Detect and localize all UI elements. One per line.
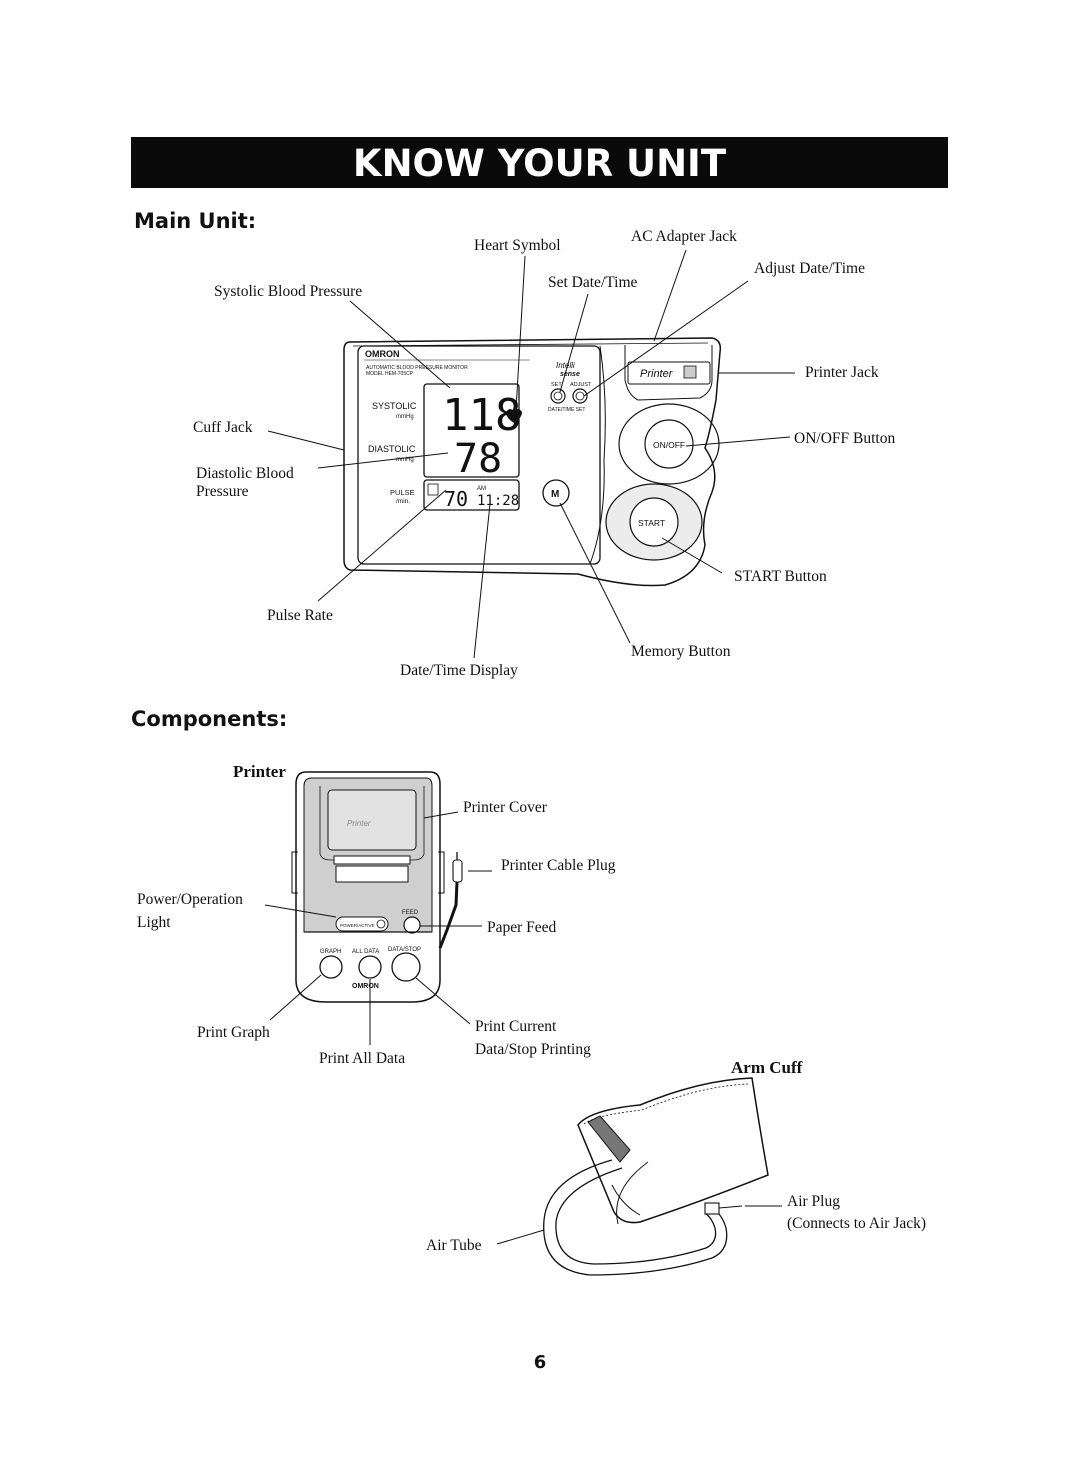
label-connects-to-air-jack: (Connects to Air Jack) <box>787 1215 927 1232</box>
label-ac-adapter-jack: AC Adapter Jack <box>631 228 737 245</box>
systolic-unit: mmHg <box>396 414 414 420</box>
feed-label: FEED <box>402 910 419 916</box>
device-model-line1: AUTOMATIC BLOOD PRESSURE MONITOR <box>366 365 468 371</box>
label-printer-cover: Printer Cover <box>463 799 547 816</box>
on-off-key-label: ON/OFF <box>653 440 685 450</box>
label-heart-symbol: Heart Symbol <box>474 237 561 254</box>
page-number: 6 <box>533 1352 547 1373</box>
label-diastolic-bp-1: Diastolic Blood <box>196 465 294 482</box>
date-time-set-label: DATE/TIME SET <box>548 407 585 413</box>
am-indicator: AM <box>477 486 486 492</box>
label-printer-jack: Printer Jack <box>805 364 879 381</box>
diastolic-unit: mmHg <box>396 457 414 463</box>
device-model-line2: MODEL HEM-705CP <box>366 371 414 377</box>
graph-label: GRAPH <box>320 949 341 955</box>
label-diastolic-bp-2: Pressure <box>196 483 249 500</box>
printer-brand: OMRON <box>352 983 379 990</box>
arm-cuff-drawing <box>543 1077 769 1276</box>
pulse-unit: /min. <box>396 498 410 505</box>
label-air-tube: Air Tube <box>426 1237 482 1254</box>
main-unit-drawing <box>343 337 722 587</box>
label-set-date-time: Set Date/Time <box>548 274 638 291</box>
intellisense-logo-top: Intelli <box>556 361 575 370</box>
label-print-current-2: Data/Stop Printing <box>475 1041 591 1058</box>
pulse-label: PULSE <box>390 488 415 497</box>
main-unit-leaders <box>267 249 795 659</box>
label-print-all-data: Print All Data <box>319 1050 406 1067</box>
pulse-reading: 70 <box>444 487 468 511</box>
label-on-off-button: ON/OFF Button <box>794 430 896 447</box>
label-systolic-bp: Systolic Blood Pressure <box>214 283 363 300</box>
diastolic-reading: 78 <box>454 436 502 482</box>
adjust-label: ADJUST <box>570 382 592 388</box>
systolic-reading: 118 <box>442 390 521 441</box>
all-data-label: ALL DATA <box>352 949 379 955</box>
label-paper-feed: Paper Feed <box>487 919 557 936</box>
label-adjust-date-time: Adjust Date/Time <box>754 260 865 277</box>
printer-drawing <box>291 771 463 1003</box>
printer-cover-logo: Printer <box>347 819 371 828</box>
cuff-leaders <box>496 1205 782 1245</box>
label-power-operation-1: Power/Operation <box>137 891 243 908</box>
label-print-current-1: Print Current <box>475 1018 557 1035</box>
printer-leaders <box>264 811 492 1045</box>
label-power-operation-2: Light <box>137 914 171 931</box>
printer-subheading: Printer <box>233 762 286 781</box>
label-pulse-rate: Pulse Rate <box>267 607 333 624</box>
label-print-graph: Print Graph <box>197 1024 270 1041</box>
main-unit-heading: Main Unit: <box>134 209 257 233</box>
label-printer-cable-plug: Printer Cable Plug <box>501 857 616 874</box>
label-start-button: START Button <box>734 568 827 585</box>
page-title: KNOW YOUR UNIT <box>352 142 727 185</box>
time-reading: 11:28 <box>477 493 519 509</box>
printer-badge-label: Printer <box>640 368 674 380</box>
components-heading: Components: <box>131 707 288 731</box>
arm-cuff-subheading: Arm Cuff <box>731 1058 803 1077</box>
diastolic-label: DIASTOLIC <box>368 444 416 454</box>
label-memory-button: Memory Button <box>631 643 731 660</box>
intellisense-logo-bottom: sense <box>560 371 580 378</box>
label-cuff-jack: Cuff Jack <box>193 419 253 436</box>
device-brand: OMRON <box>365 349 400 359</box>
set-label: SET <box>551 382 562 388</box>
data-stop-label: DATA/STOP <box>388 947 421 953</box>
title-banner: KNOW YOUR UNIT <box>131 137 948 188</box>
power-active-label: POWER/ACTIVE <box>340 923 375 928</box>
systolic-label: SYSTOLIC <box>372 401 417 411</box>
start-key-label: START <box>638 518 665 528</box>
label-air-plug: Air Plug <box>787 1193 840 1210</box>
label-date-time-display: Date/Time Display <box>400 662 518 679</box>
memory-key-label: M <box>551 489 559 500</box>
